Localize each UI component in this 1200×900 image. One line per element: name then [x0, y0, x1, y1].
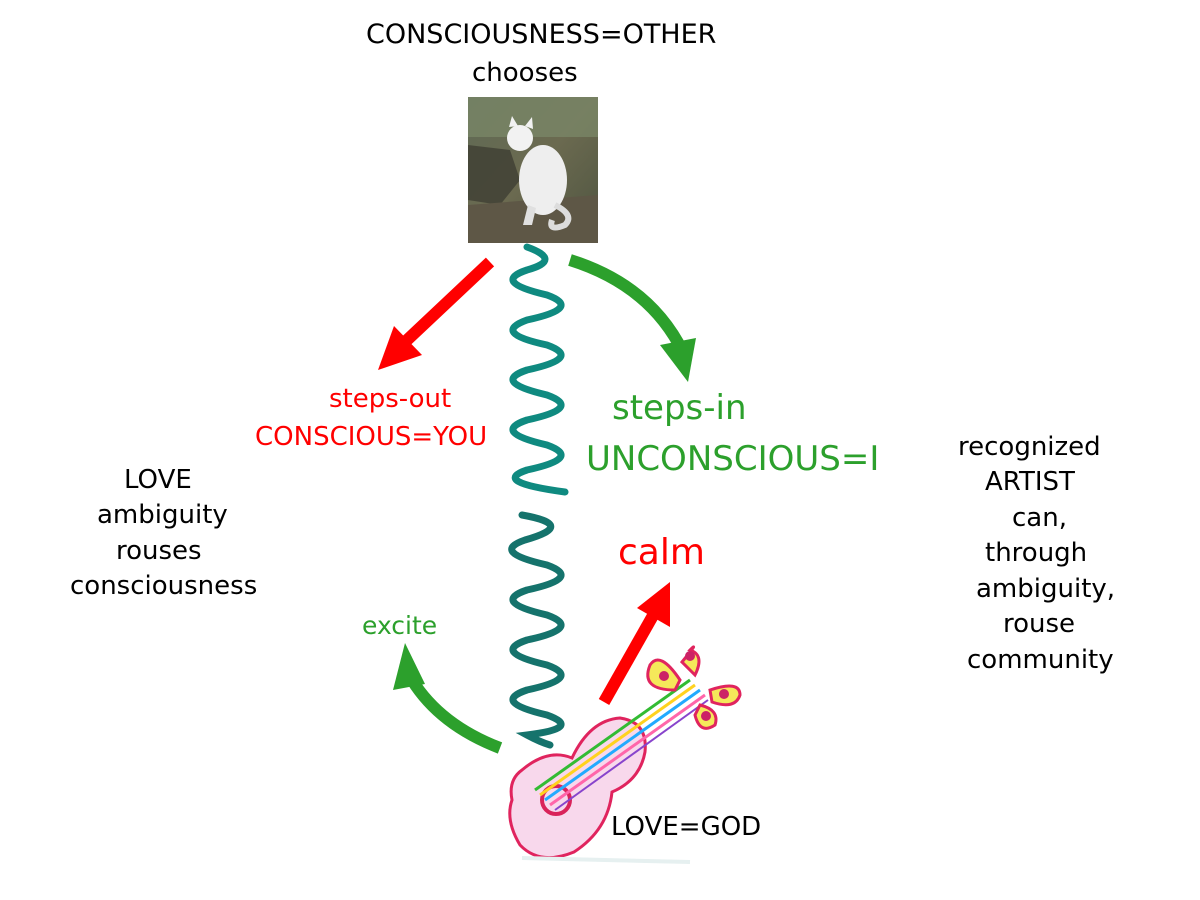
left-note-ambiguity: ambiguity — [97, 500, 228, 530]
spring-lower — [508, 511, 565, 749]
steps-out-label: steps-out — [329, 384, 452, 414]
red-arrow-steps-out — [378, 257, 495, 370]
right-note-community: community — [967, 645, 1114, 675]
spring-upper — [509, 243, 569, 496]
right-note-through: through — [985, 538, 1088, 568]
calm-label: calm — [618, 532, 705, 573]
red-arrow-calm — [598, 582, 670, 705]
right-note-can: can, — [1012, 503, 1067, 533]
right-note-artist: ARTIST — [985, 467, 1075, 497]
top-title: CONSCIOUSNESS=OTHER — [366, 19, 717, 50]
right-note-ambiguity: ambiguity, — [976, 574, 1116, 604]
green-arrow-steps-in — [568, 254, 696, 382]
green-arrow-excite — [393, 643, 503, 754]
right-note-recognized: recognized — [958, 432, 1101, 462]
conscious-you-label: CONSCIOUS=YOU — [255, 422, 488, 452]
right-note-rouse: rouse — [1003, 609, 1076, 639]
left-note-love: LOVE — [124, 465, 192, 495]
top-subtitle: chooses — [472, 58, 578, 88]
steps-in-label: steps-in — [612, 388, 747, 428]
cat-photo — [468, 97, 598, 243]
guitar-drawing — [508, 645, 742, 864]
left-note-rouses: rouses — [116, 536, 202, 566]
unconscious-i-label: UNCONSCIOUS=I — [586, 439, 880, 479]
left-note-consciousness: consciousness — [70, 571, 258, 601]
love-god-label: LOVE=GOD — [611, 812, 762, 842]
excite-label: excite — [362, 611, 438, 640]
